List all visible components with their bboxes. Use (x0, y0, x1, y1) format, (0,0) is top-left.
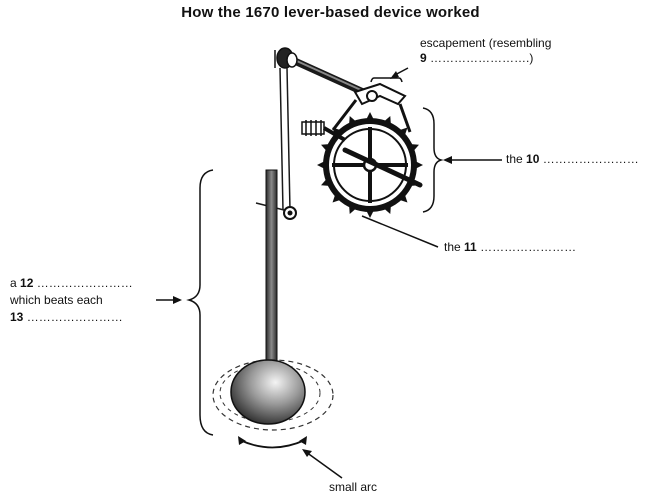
pendulum-bob (212, 359, 334, 431)
pendulum-brace (186, 169, 214, 436)
wheel-arbor (342, 147, 423, 188)
escapement-arrowhead (390, 71, 399, 79)
escapement-label-line2: 9 …………………….) (420, 51, 551, 66)
pendulum-arrowhead (173, 296, 182, 304)
pendulum-label: a 12 …………………… which beats each 13 ………………… (10, 276, 133, 325)
answer-blank-9[interactable]: …………………….) (430, 51, 534, 65)
small-arc-arrow (238, 436, 307, 449)
axle-label: the 11 …………………… (444, 240, 576, 255)
escapement-label: escapement (resembling 9 …………………….) (420, 36, 551, 66)
gear-label: the 10 …………………… (506, 152, 639, 167)
gear-arrowhead (443, 156, 452, 164)
answer-blank-12[interactable]: …………………… (36, 276, 133, 290)
small-arc-label: small arc (329, 480, 378, 494)
escape-wheel (317, 112, 423, 218)
answer-blank-10[interactable]: …………………… (542, 152, 639, 166)
escapement-axle (284, 54, 376, 100)
question-number-10: 10 (526, 152, 540, 166)
escapement-bracket (370, 77, 403, 83)
question-number-13: 13 (10, 310, 24, 324)
gear-brace (422, 107, 444, 213)
escapement-anchor (331, 82, 412, 133)
answer-blank-11[interactable]: …………………… (480, 240, 577, 254)
pendulum-label-line1: a 12 …………………… (10, 276, 133, 291)
diagram-title: How the 1670 lever-based device worked (181, 4, 480, 21)
pinion-gear (301, 120, 346, 142)
pendulum-label-line3: 13 …………………… (10, 310, 133, 325)
gear-label-prefix: the (506, 152, 523, 166)
pendulum-rod (265, 169, 278, 371)
pendulum-label-line2: which beats each (10, 293, 103, 307)
escapement-label-line1: escapement (resembling (420, 36, 552, 50)
question-number-11: 11 (464, 240, 477, 254)
axle-pointer (361, 215, 439, 248)
suspension-crutch (255, 67, 297, 220)
question-number-12: 12 (20, 276, 34, 290)
question-number-9: 9 (420, 51, 427, 65)
pendulum-label-prefix: a (10, 276, 17, 290)
answer-blank-13[interactable]: …………………… (26, 310, 123, 324)
top-pulley (274, 47, 298, 69)
small-arc-pointer (302, 449, 343, 479)
axle-label-prefix: the (444, 240, 461, 254)
